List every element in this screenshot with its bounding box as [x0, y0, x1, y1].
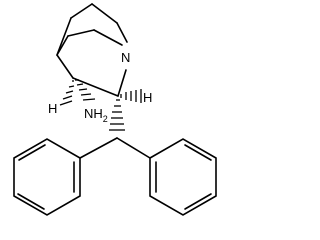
right-phenyl-ring	[149, 138, 217, 216]
amine-group-label: NH2	[84, 106, 108, 124]
bicyclic-cage-bonds	[56, 3, 128, 97]
bond-inner-right	[93, 29, 123, 46]
stereo-hash-bond-h-right	[120, 89, 142, 103]
bond-ch2-to-n	[116, 22, 128, 43]
chemical-structure-diagram: N H H NH2	[13, 3, 217, 216]
bond-bridgehead-top	[70, 3, 93, 19]
bond-inner-top	[67, 29, 95, 37]
left-phenyl-ring	[13, 138, 81, 216]
bond-inner-left	[56, 35, 69, 56]
hydrogen-left-label: H	[48, 101, 57, 116]
bond-left-back	[56, 17, 72, 56]
hydrogen-right-label: H	[143, 90, 152, 105]
nitrogen-atom-label: N	[121, 50, 130, 65]
benzhydryl-bonds	[79, 137, 151, 159]
bond-c3-c2	[72, 77, 119, 97]
amine-nh-text: NH	[84, 106, 103, 121]
amine-subscript: 2	[103, 114, 108, 124]
bond-ch-to-right-ring	[116, 137, 151, 159]
bond-top-to-ch2	[91, 3, 118, 24]
bond-c2-n	[117, 69, 127, 97]
bond-left-front	[56, 54, 74, 79]
stereo-hash-bond-h-left	[59, 80, 75, 106]
bond-ch-to-left-ring	[79, 137, 118, 159]
stereo-hash-bond-benzhydryl	[109, 99, 125, 131]
stereo-hash-bond-nh2	[75, 79, 96, 101]
